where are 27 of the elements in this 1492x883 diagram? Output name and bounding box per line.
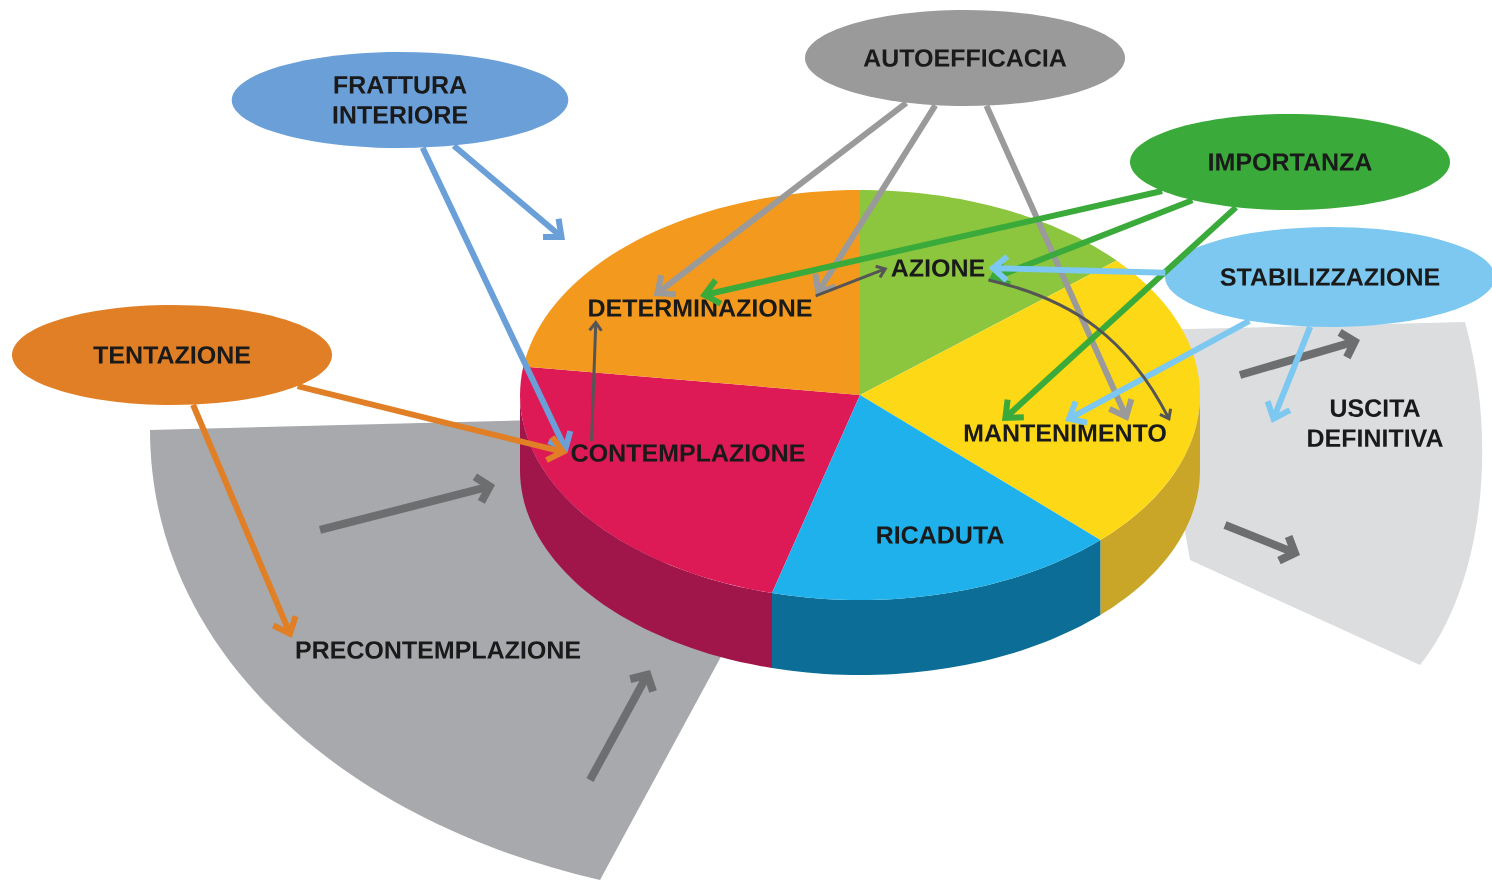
arrow (190, 403, 299, 638)
arrow (451, 143, 565, 241)
oval-label: TENTAZIONE (12, 305, 332, 405)
stage-label: PRECONTEMPLAZIONE (296, 641, 581, 659)
stage-label: MANTENIMENTO (964, 424, 1166, 442)
oval-label: IMPORTANZA (1130, 114, 1450, 210)
arrow (653, 100, 909, 298)
stage-label: RICADUTA (877, 526, 1004, 544)
oval-label: STABILIZZAZIONE (1165, 227, 1492, 327)
arrow (700, 188, 1163, 307)
stage-label: CONTEMPLAZIONE (571, 444, 805, 462)
arrow (419, 146, 574, 453)
oval-label: FRATTURA INTERIORE (231, 52, 569, 148)
oval-label: AUTOEFFICACIA (805, 10, 1125, 106)
stage-label: DETERMINAZIONE (589, 299, 812, 317)
stage-label: AZIONE (891, 259, 985, 277)
arrow (988, 254, 1166, 283)
arrow (296, 383, 568, 463)
arrow (983, 104, 1135, 421)
arrow (1065, 318, 1251, 426)
arrow (1264, 325, 1313, 423)
stage-label: USCITA DEFINITIVA (1308, 399, 1443, 447)
arrow (588, 320, 603, 441)
arrow (988, 278, 1173, 421)
arrow (812, 103, 938, 296)
arrow (1001, 205, 1238, 421)
arrow (815, 264, 888, 298)
